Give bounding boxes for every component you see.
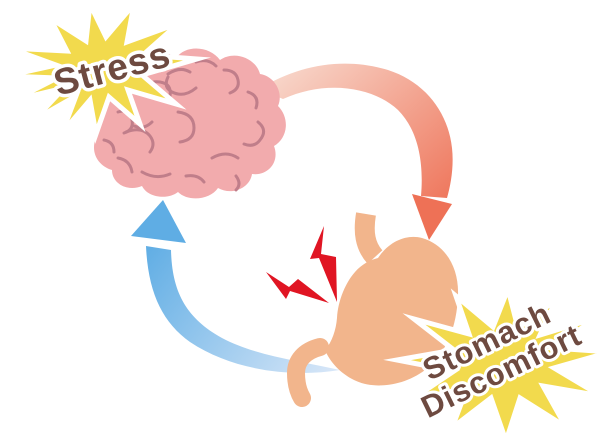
stomach-body xyxy=(325,236,459,386)
brain-folds xyxy=(102,59,265,192)
stomach-discomfort-starburst: Stomach Discomfort xyxy=(383,280,612,443)
stress-arrow-body xyxy=(259,63,453,198)
pain-bolt-icon-horizontal xyxy=(266,272,329,303)
esophagus xyxy=(354,212,383,264)
stomach-to-brain-arrow xyxy=(131,200,340,373)
feedback-arrow-head xyxy=(131,200,186,243)
pain-bolt-icon-vertical xyxy=(310,226,337,302)
duodenum xyxy=(286,338,329,407)
stress-starburst: Stress xyxy=(0,0,212,146)
stress-starburst-shape xyxy=(0,0,212,146)
stomach-illustration xyxy=(286,212,459,407)
feedback-arrow-body xyxy=(146,246,340,373)
stomach-discomfort-starburst-shape xyxy=(383,280,612,443)
stress-to-stomach-arrow xyxy=(259,63,453,240)
stress-arrow-head xyxy=(412,194,452,240)
pain-bolts xyxy=(266,226,337,303)
